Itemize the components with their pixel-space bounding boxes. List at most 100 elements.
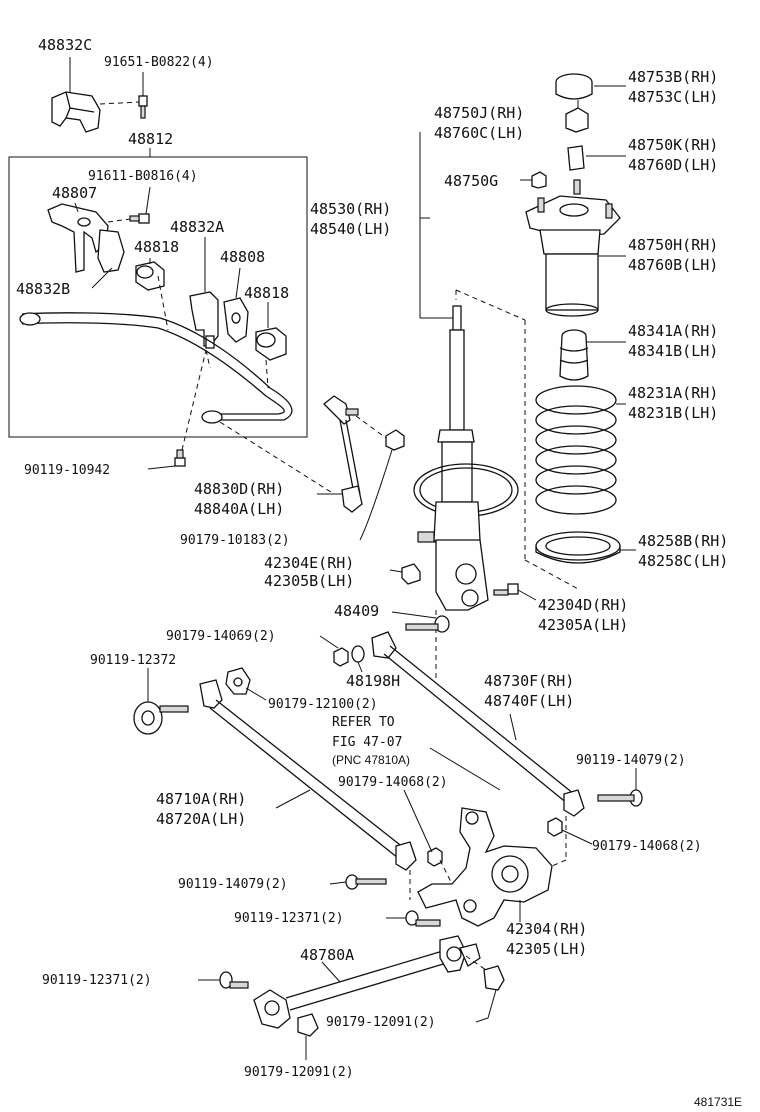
label-48753b-rh: 48753B(RH) — [628, 68, 718, 86]
label-48832b: 48832B — [16, 280, 70, 298]
label-48530-rh: 48530(RH) — [310, 200, 391, 218]
nut-48750g-part — [531, 171, 547, 189]
bump-stop-48341a-part — [559, 329, 589, 381]
coil-spring-48231a-part — [535, 385, 617, 515]
label-91651-b0822: 91651-B0822(4) — [104, 55, 214, 70]
label-48720a-lh: 48720A(LH) — [156, 810, 246, 828]
bolt-42304d-part — [493, 583, 519, 596]
bolt-90119-10942-part — [174, 449, 186, 467]
label-refer-fig: FIG 47-07 — [332, 735, 402, 750]
label-48710a-rh: 48710A(RH) — [156, 790, 246, 808]
cam-bolt-90119-12372-part — [133, 701, 189, 735]
bracket-48807-part — [47, 203, 109, 273]
link-nut-part — [385, 429, 405, 451]
nut-48750j-part — [565, 107, 589, 133]
label-90119-14079-right: 90119-14079(2) — [576, 753, 686, 768]
label-90119-12371-left: 90119-12371(2) — [42, 973, 152, 988]
label-90119-10942: 90119-10942 — [24, 463, 110, 478]
label-48258b-rh: 48258B(RH) — [638, 532, 728, 550]
cam-90179-12100-part — [225, 667, 251, 695]
label-48760c-lh: 48760C(LH) — [434, 124, 524, 142]
nut-90179-14068-right-part — [547, 817, 563, 837]
label-48750h-rh: 48750H(RH) — [628, 236, 718, 254]
label-48760d-lh: 48760D(LH) — [628, 156, 718, 174]
bolt-48409-part — [405, 615, 450, 633]
label-48818-right: 48818 — [244, 284, 289, 302]
dust-cap-48753b-part — [555, 73, 593, 100]
label-42305b-lh: 42305B(LH) — [264, 572, 354, 590]
upper-arm-48730f-part — [371, 631, 585, 817]
strut-mount-48750h-part — [525, 179, 621, 317]
label-90179-14068-mid: 90179-14068(2) — [338, 775, 448, 790]
label-90119-12371-mid: 90119-12371(2) — [234, 911, 344, 926]
label-91611-b0816: 91611-B0816(4) — [88, 169, 198, 184]
label-48750k-rh: 48750K(RH) — [628, 136, 718, 154]
label-48740f-lh: 48740F(LH) — [484, 692, 574, 710]
nut-90179-14069-part — [333, 647, 349, 667]
label-48750j-rh: 48750J(RH) — [434, 104, 524, 122]
label-90119-14079-left: 90119-14079(2) — [178, 877, 288, 892]
nut-90179-14068-mid-part — [427, 847, 443, 867]
stabilizer-link-part — [323, 395, 363, 513]
label-48730f-rh: 48730F(RH) — [484, 672, 574, 690]
label-90179-10183: 90179-10183(2) — [180, 533, 290, 548]
bracket-48832c-part — [51, 91, 101, 133]
label-42304e-rh: 42304E(RH) — [264, 554, 354, 572]
label-48540-lh: 48540(LH) — [310, 220, 391, 238]
label-48760b-lh: 48760B(LH) — [628, 256, 718, 274]
label-90179-12091-right: 90179-12091(2) — [326, 1015, 436, 1030]
stabilizer-group-box — [8, 156, 308, 438]
lateral-link-48780a-part — [253, 935, 481, 1029]
bolt-90119-14079-left-part — [345, 874, 387, 890]
label-48832c: 48832C — [38, 36, 92, 54]
label-48258c-lh: 48258C(LH) — [638, 552, 728, 570]
cam-90179-12091-right-part — [483, 965, 505, 991]
bushing-48750k-part — [567, 145, 585, 171]
label-48231b-lh: 48231B(LH) — [628, 404, 718, 422]
bolt-91651-part — [138, 95, 148, 119]
bolt-91611-part — [129, 213, 150, 224]
lower-arm-48710a-part — [199, 679, 417, 871]
stabilizer-bar-part — [19, 312, 293, 424]
spring-insulator-48258b-part — [535, 531, 621, 564]
label-48341a-rh: 48341A(RH) — [628, 322, 718, 340]
label-48840a-lh: 48840A(LH) — [194, 500, 284, 518]
washer-48198h-part — [351, 645, 365, 663]
illustration-code: 481731E — [694, 1095, 742, 1109]
label-48753c-lh: 48753C(LH) — [628, 88, 718, 106]
clamp-48832b-part — [97, 229, 125, 273]
label-48409: 48409 — [334, 602, 379, 620]
label-42305-lh: 42305(LH) — [506, 940, 587, 958]
label-48750g: 48750G — [444, 172, 498, 190]
label-90179-12091-bottom: 90179-12091(2) — [244, 1065, 354, 1080]
clamp-48832a-part — [189, 291, 219, 349]
label-48808: 48808 — [220, 248, 265, 266]
label-90179-14069: 90179-14069(2) — [166, 629, 276, 644]
label-90119-12372: 90119-12372 — [90, 653, 176, 668]
label-90179-12100: 90179-12100(2) — [268, 697, 378, 712]
label-48198h: 48198H — [346, 672, 400, 690]
label-48780a: 48780A — [300, 946, 354, 964]
label-48807: 48807 — [52, 184, 97, 202]
bushing-48818-right-part — [255, 327, 287, 361]
bolt-90119-12371-mid-part — [405, 910, 441, 927]
label-48341b-lh: 48341B(LH) — [628, 342, 718, 360]
label-48832a: 48832A — [170, 218, 224, 236]
bolt-90119-12371-left-part — [219, 971, 249, 989]
label-48812: 48812 — [128, 130, 173, 148]
label-42304-rh: 42304(RH) — [506, 920, 587, 938]
knuckle-42304-part — [417, 807, 553, 927]
label-48231a-rh: 48231A(RH) — [628, 384, 718, 402]
cam-90179-12091-bottom-part — [297, 1013, 319, 1037]
label-48830d-rh: 48830D(RH) — [194, 480, 284, 498]
label-48818-left: 48818 — [134, 238, 179, 256]
label-90179-14068-right: 90179-14068(2) — [592, 839, 702, 854]
label-refer-pnc: (PNC 47810A) — [332, 753, 410, 767]
label-42305a-lh: 42305A(LH) — [538, 616, 628, 634]
clamp-48808-part — [223, 297, 249, 343]
bushing-42304e-part — [401, 563, 421, 585]
label-refer-to: REFER TO — [332, 715, 395, 730]
bushing-48818-left-part — [135, 261, 165, 291]
bolt-90119-14079-right-part — [597, 789, 643, 807]
